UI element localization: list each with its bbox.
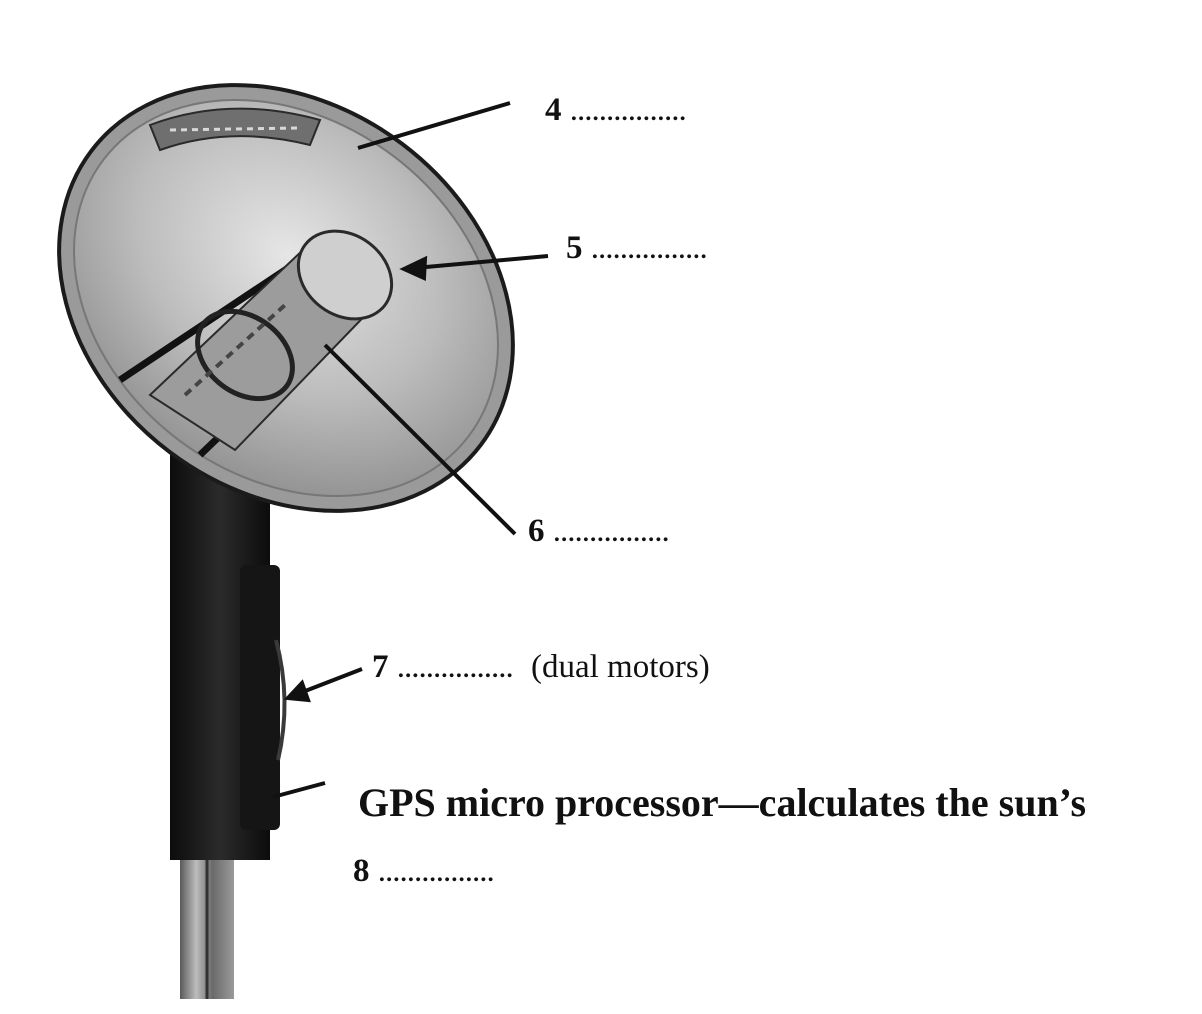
- callout-number: 6: [528, 513, 545, 549]
- receiver-cylinder: [148, 229, 394, 452]
- answer-blank[interactable]: ................: [590, 230, 708, 266]
- callout-8: 8 ................: [353, 853, 495, 889]
- gps-caption: GPS micro processor—calculates the sun’s: [358, 780, 1087, 825]
- answer-blank[interactable]: ................: [552, 513, 670, 549]
- reflector-dish: [57, 83, 515, 513]
- receiver-ring: [195, 308, 295, 402]
- callout-5: 5 ................: [566, 230, 708, 266]
- motor-housing: [240, 565, 280, 830]
- mount-pole: [170, 450, 287, 999]
- leader-line-6: [323, 343, 517, 536]
- callout-number: 5: [566, 230, 583, 266]
- arrowhead-5: [399, 255, 428, 282]
- callout-7: 7 ................ (dual motors): [372, 651, 710, 684]
- callout-note: (dual motors): [531, 649, 710, 685]
- leader-lines: [272, 101, 549, 799]
- leader-line-4: [357, 101, 511, 150]
- receiver-lens: [296, 229, 394, 321]
- leader-line-5: [414, 254, 549, 270]
- answer-blank[interactable]: ................: [396, 649, 514, 685]
- leader-line-7: [299, 667, 363, 695]
- leader-line-gps: [272, 781, 326, 799]
- callout-4: 4 ................: [545, 92, 687, 128]
- arrowhead-7: [283, 679, 311, 703]
- callout-number: 8: [353, 853, 370, 889]
- sun-sensor-strip: [148, 107, 322, 152]
- callout-6: 6 ................: [528, 513, 670, 549]
- callout-number: 4: [545, 92, 562, 128]
- answer-blank[interactable]: ................: [569, 92, 687, 128]
- motor-bulge: [274, 639, 287, 761]
- callout-number: 7: [372, 649, 389, 685]
- answer-blank[interactable]: ................: [377, 853, 495, 889]
